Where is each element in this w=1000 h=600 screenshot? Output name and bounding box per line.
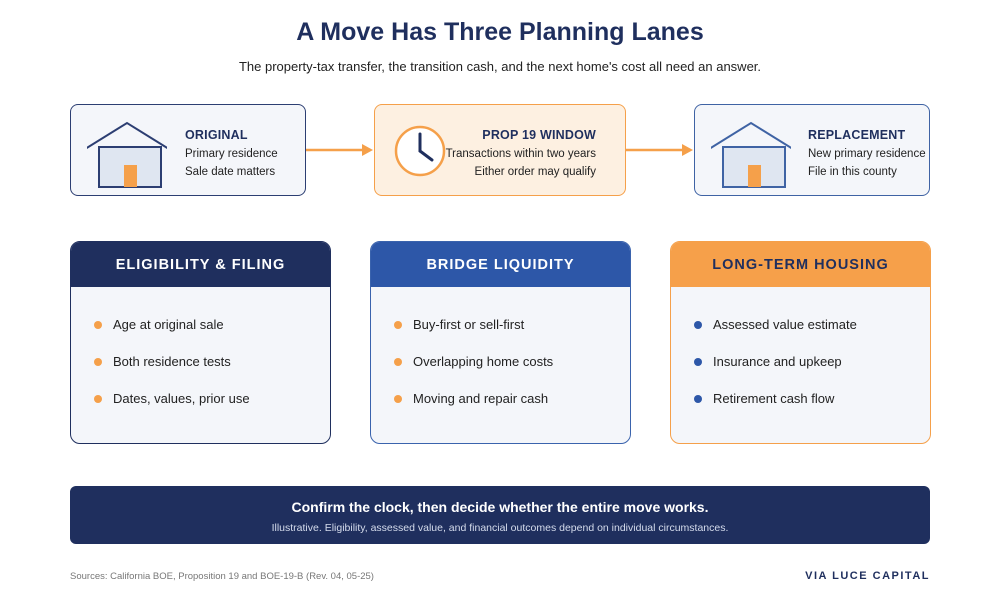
bullet-dot-icon [694,321,702,329]
list-item: Both residence tests [94,354,231,369]
list-item: Retirement cash flow [694,391,834,406]
flow-line: New primary residence [808,148,926,160]
lane-card-eligibility: ELIGIBILITY & FILING Age at original sal… [70,241,331,444]
bullet-dot-icon [694,395,702,403]
lane-title: ELIGIBILITY & FILING [71,242,330,287]
list-item: Buy-first or sell-first [394,317,524,332]
list-item: Dates, values, prior use [94,391,250,406]
flow-line: Either order may qualify [474,166,596,178]
list-item: Insurance and upkeep [694,354,842,369]
house-icon [711,121,791,188]
bullet-dot-icon [394,321,402,329]
bullet-dot-icon [394,395,402,403]
lane-title: BRIDGE LIQUIDITY [371,242,630,287]
flow-box-prop19-window: PROP 19 WINDOW Transactions within two y… [374,104,626,196]
brand-logo-text: VIA LUCE CAPITAL [805,570,930,582]
list-item: Assessed value estimate [694,317,857,332]
banner-disclaimer: Illustrative. Eligibility, assessed valu… [271,522,729,534]
flow-box-original: ORIGINAL Primary residence Sale date mat… [70,104,306,196]
flow-line: Primary residence [185,148,278,160]
lane-title: LONG-TERM HOUSING [671,242,930,287]
sources-note: Sources: California BOE, Proposition 19 … [70,571,374,582]
flow-box-replacement: REPLACEMENT New primary residence File i… [694,104,930,196]
summary-banner: Confirm the clock, then decide whether t… [70,486,930,544]
arrow-right-icon [306,144,373,156]
bullet-dot-icon [394,358,402,366]
page-subtitle: The property-tax transfer, the transitio… [238,59,762,74]
flow-head: ORIGINAL [185,128,248,142]
page-title: A Move Has Three Planning Lanes [296,18,704,46]
flow-line: Transactions within two years [445,148,596,160]
bullet-dot-icon [94,321,102,329]
flow-head: REPLACEMENT [808,128,906,142]
list-item: Age at original sale [94,317,224,332]
arrow-right-icon [626,144,693,156]
clock-icon [394,125,446,177]
lane-card-bridge-liquidity: BRIDGE LIQUIDITY Buy-first or sell-first… [370,241,631,444]
banner-main-text: Confirm the clock, then decide whether t… [291,499,709,515]
bullet-dot-icon [94,358,102,366]
house-icon [87,121,167,188]
flow-line: Sale date matters [185,166,276,178]
lane-card-long-term-housing: LONG-TERM HOUSING Assessed value estimat… [670,241,931,444]
bullet-dot-icon [694,358,702,366]
flow-line: File in this county [808,166,897,178]
list-item: Overlapping home costs [394,354,553,369]
bullet-dot-icon [94,395,102,403]
list-item: Moving and repair cash [394,391,548,406]
flow-head: PROP 19 WINDOW [482,128,596,142]
